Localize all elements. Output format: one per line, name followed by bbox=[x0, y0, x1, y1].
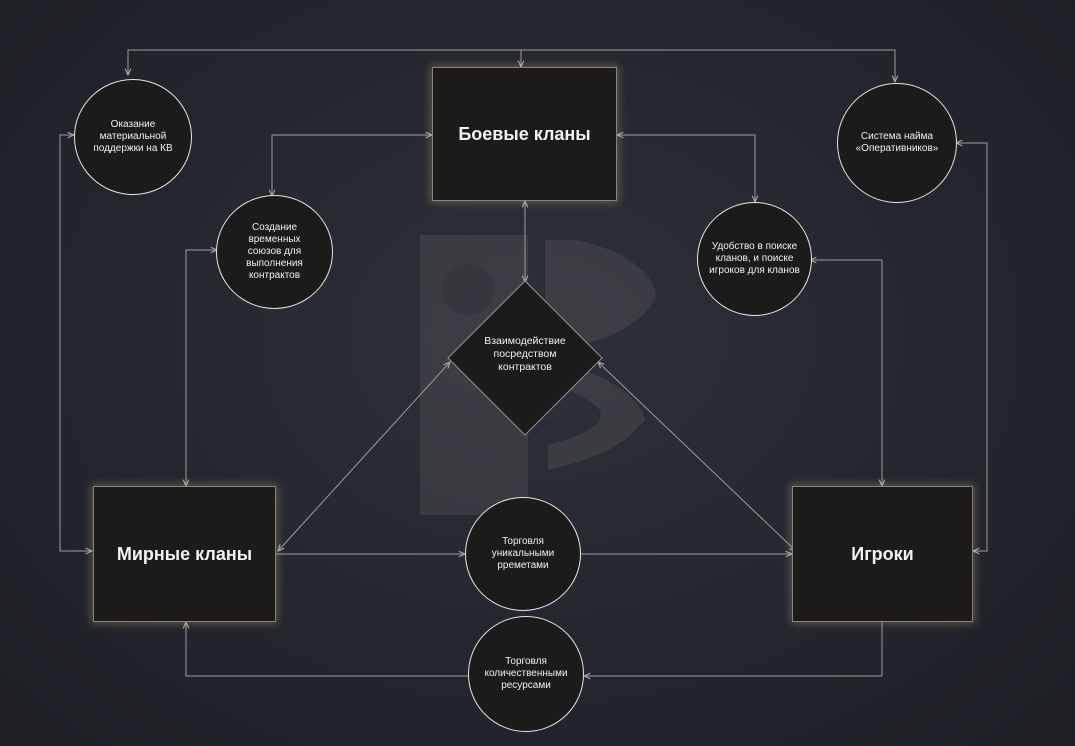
unique-trade-label: Торговля уникальными pреметами bbox=[491, 536, 555, 571]
operatives-hiring-label: Система найма «Оперативников» bbox=[855, 131, 939, 154]
clan-search-label: Удобство в поиске кланов, и поиске игрок… bbox=[709, 241, 800, 276]
unique-trade-circle: Торговля уникальными pреметами bbox=[465, 497, 581, 611]
edge-support-peaceful bbox=[59, 135, 92, 551]
material-support-circle: Оказание материальной поддержки на КВ bbox=[74, 79, 192, 195]
players-box: Игроки bbox=[792, 486, 973, 622]
edge-operatives-players bbox=[956, 143, 988, 551]
operatives-hiring-circle: Система найма «Оперативников» bbox=[837, 83, 957, 203]
edge-players-resources bbox=[584, 622, 883, 676]
combat-clans-label: Боевые кланы bbox=[458, 123, 591, 144]
edge-peaceful-contracts bbox=[278, 362, 450, 551]
contracts-label: Взаимодействие посредством контрактов bbox=[484, 335, 566, 374]
peaceful-clans-label: Мирные кланы bbox=[116, 543, 253, 564]
edge-search-players bbox=[810, 260, 882, 486]
resource-trade-label: Торговля количественными ресурсами bbox=[484, 656, 568, 691]
edge-resources-peaceful bbox=[186, 622, 468, 677]
edge-top-loop bbox=[128, 49, 895, 82]
players-label: Игроки bbox=[851, 543, 914, 564]
resource-trade-circle: Торговля количественными ресурсами bbox=[468, 616, 584, 732]
edge-combat-search bbox=[617, 135, 755, 202]
clan-search-circle: Удобство в поиске кланов, и поиске игрок… bbox=[697, 202, 812, 316]
edge-peaceful-alliances bbox=[186, 250, 217, 486]
edge-players-contracts bbox=[598, 362, 796, 551]
edge-combat-alliances bbox=[272, 135, 432, 196]
combat-clans-box: Боевые кланы bbox=[432, 67, 617, 201]
connector-lines bbox=[59, 49, 988, 677]
temporary-alliances-label: Создание временных союзов для выполнения… bbox=[246, 222, 303, 281]
temporary-alliances-circle: Создание временных союзов для выполнения… bbox=[216, 195, 333, 309]
peaceful-clans-box: Мирные кланы bbox=[93, 486, 276, 622]
material-support-label: Оказание материальной поддержки на КВ bbox=[93, 119, 173, 154]
